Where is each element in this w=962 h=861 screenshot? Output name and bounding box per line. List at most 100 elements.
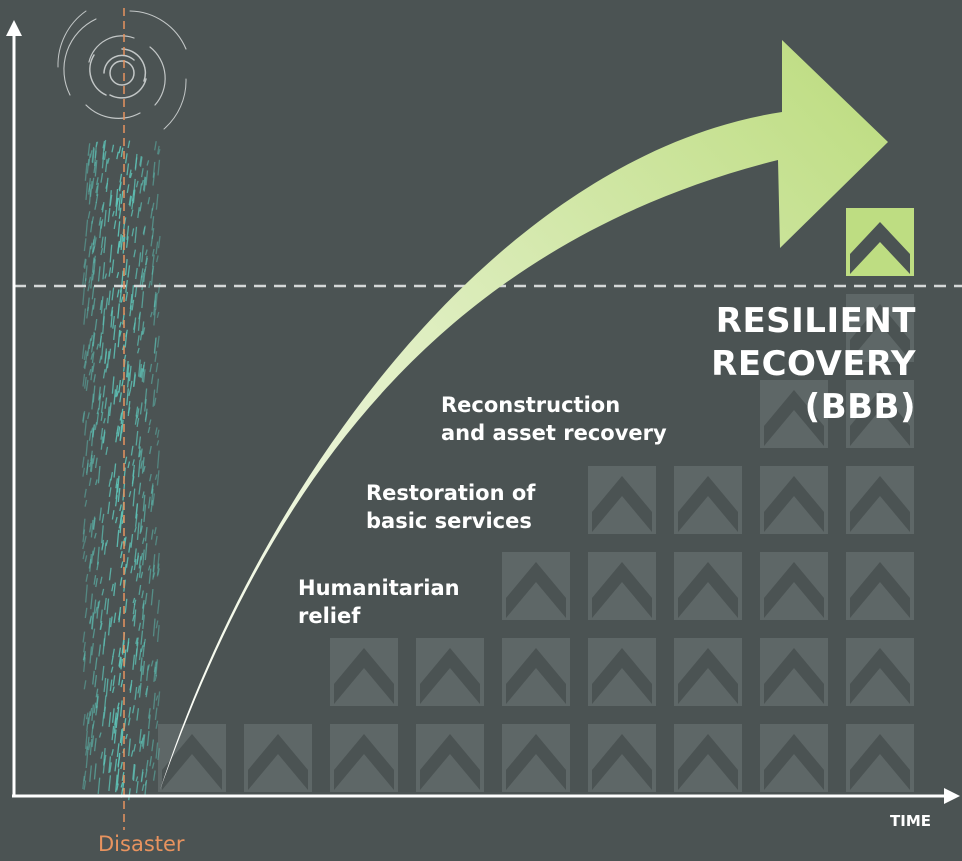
rain-streak	[94, 457, 98, 469]
rain-streak	[90, 353, 94, 360]
rain-streak	[98, 732, 102, 738]
rain-streak	[157, 149, 161, 155]
rain-streak	[147, 708, 151, 719]
rain-streak	[89, 150, 93, 158]
rain-streak	[90, 427, 94, 433]
rain-streak	[120, 761, 123, 770]
rain-streak	[99, 507, 102, 521]
rain-streak	[116, 197, 120, 206]
rain-streak	[115, 385, 119, 398]
rain-streak	[156, 563, 160, 577]
rain-streak	[117, 303, 120, 319]
rain-streak	[132, 764, 136, 781]
rain-streak	[119, 700, 123, 717]
rain-streak	[120, 296, 124, 303]
chevron-tile	[674, 466, 742, 534]
rain-streak	[151, 202, 155, 211]
chevron-tile	[674, 638, 742, 706]
rain-streak	[101, 542, 105, 550]
rain-streak	[96, 343, 100, 350]
rain-streak	[94, 606, 98, 614]
rain-streak	[133, 249, 137, 258]
rain-streak	[118, 321, 122, 328]
rain-streak	[90, 593, 93, 610]
rain-streak	[87, 412, 90, 420]
rain-streak	[156, 450, 160, 469]
chevron-tile	[502, 552, 570, 620]
rain-streak	[144, 769, 148, 778]
disaster-label: Disaster	[98, 832, 185, 856]
rain-streak	[153, 397, 157, 406]
rain-streak	[95, 577, 98, 588]
rain-streak	[130, 750, 134, 757]
rain-streak	[141, 179, 144, 186]
rain-streak	[134, 513, 138, 527]
chevron-tile	[502, 638, 570, 706]
rain-streak	[141, 291, 145, 309]
rain-streak	[103, 631, 107, 647]
rain-streak	[147, 496, 151, 509]
rain-streak	[109, 679, 113, 692]
rain-streak	[150, 488, 154, 505]
rain-streak	[115, 478, 119, 489]
rain-streak	[153, 338, 157, 354]
rain-streak	[152, 770, 156, 781]
rain-streak	[89, 615, 93, 625]
rain-streak	[94, 657, 98, 670]
rain-streak	[118, 207, 122, 219]
y-axis-arrowhead	[6, 20, 22, 36]
rain-streaks	[81, 139, 161, 801]
rain-streak	[151, 739, 155, 752]
rain-streak	[128, 788, 131, 801]
rain-streak	[84, 265, 88, 282]
rain-streak	[157, 748, 161, 760]
rain-streak	[119, 511, 123, 523]
rain-streak	[133, 743, 137, 752]
rain-streak	[107, 617, 111, 636]
rain-streak	[93, 532, 97, 539]
rain-streak	[151, 248, 155, 257]
rain-streak	[144, 412, 148, 421]
rain-streak	[151, 228, 155, 239]
rain-streak	[144, 249, 148, 256]
rain-streak	[91, 643, 94, 656]
rain-streak	[125, 279, 128, 293]
rain-streak	[90, 365, 94, 381]
rain-streak	[118, 656, 122, 667]
rain-streak	[89, 646, 93, 664]
rain-streak	[85, 750, 89, 769]
rain-streak	[136, 347, 140, 354]
rain-streak	[82, 518, 86, 535]
rain-streak	[113, 343, 117, 359]
rain-streak	[113, 463, 117, 478]
rain-streak	[132, 705, 135, 714]
rain-streak	[111, 210, 115, 217]
rain-streak	[156, 145, 160, 155]
rain-streak	[99, 576, 103, 584]
rain-streak	[131, 285, 135, 304]
rain-streak	[97, 600, 101, 609]
rain-streak	[114, 717, 118, 724]
rain-streak	[85, 746, 88, 756]
phase-restoration-line-2: basic services	[366, 509, 532, 533]
rain-streak	[139, 330, 143, 341]
rain-streak	[156, 440, 160, 446]
rain-streak	[121, 771, 125, 781]
rain-streak	[143, 269, 146, 283]
rain-streak	[108, 402, 112, 417]
rain-streak	[113, 220, 117, 230]
rain-streak	[91, 239, 95, 255]
rain-streak	[91, 270, 95, 281]
rain-streak	[115, 188, 119, 207]
rain-streak	[142, 549, 145, 566]
rain-streak	[92, 628, 96, 639]
rain-streak	[92, 516, 96, 530]
rain-streak	[92, 246, 96, 253]
rain-streak	[128, 542, 131, 553]
rain-streak	[129, 684, 133, 691]
rain-streak	[135, 430, 139, 446]
rain-streak	[91, 393, 95, 410]
rain-streak	[144, 592, 148, 605]
rain-streak	[82, 529, 86, 543]
rain-streak	[155, 241, 159, 255]
